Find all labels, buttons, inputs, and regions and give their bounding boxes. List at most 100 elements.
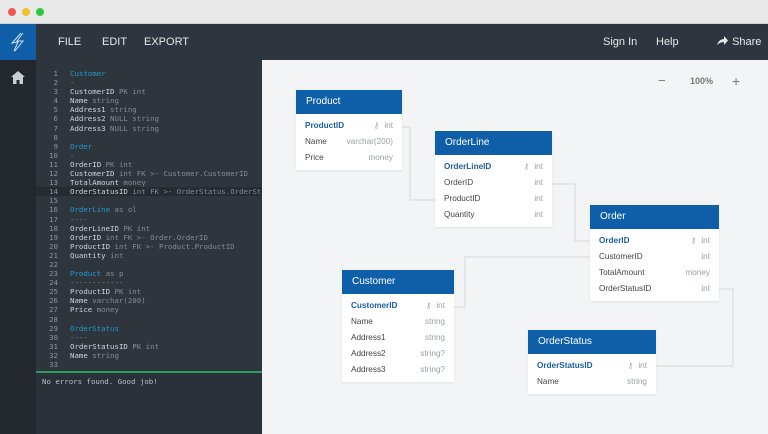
code-line[interactable]: 10- xyxy=(36,151,262,160)
table-header[interactable]: OrderStatus xyxy=(528,330,656,354)
top-nav: FILE EDIT EXPORT Sign In Help Share xyxy=(0,24,768,60)
help-link[interactable]: Help xyxy=(656,36,679,48)
code-token: - xyxy=(70,150,75,160)
table-column[interactable]: OrderID⚷int xyxy=(590,233,719,249)
code-token: int FK >- Product.ProductID xyxy=(110,241,235,251)
table-column[interactable]: OrderStatusID⚷int xyxy=(528,358,656,374)
code-line[interactable]: 22 xyxy=(36,260,262,269)
key-icon: ⚷ xyxy=(690,236,697,245)
menu-export[interactable]: EXPORT xyxy=(144,36,190,48)
column-name: ProductID xyxy=(444,194,481,203)
lightning-icon[interactable] xyxy=(0,24,36,60)
minimize-window-button[interactable] xyxy=(22,8,30,16)
line-number: 3 xyxy=(53,87,58,97)
code-token: int FK >- Order.OrderID xyxy=(101,232,208,242)
column-name: Price xyxy=(305,153,324,162)
table-header[interactable]: Customer xyxy=(342,270,454,294)
menu-file[interactable]: FILE xyxy=(58,36,82,48)
share-button[interactable]: Share xyxy=(716,24,761,60)
column-name: Name xyxy=(305,137,327,146)
key-icon: ⚷ xyxy=(425,301,432,310)
code-line[interactable]: 30---- xyxy=(36,333,262,342)
code-line[interactable]: 2- xyxy=(36,78,262,87)
zoom-out-button[interactable]: − xyxy=(658,73,666,88)
table-column[interactable]: OrderLineID⚷int xyxy=(435,159,552,175)
table-header[interactable]: Product xyxy=(296,90,402,114)
code-token: CustomerID xyxy=(70,87,115,97)
key-icon: ⚷ xyxy=(627,361,634,370)
code-line[interactable]: 33 xyxy=(36,360,262,369)
table-header[interactable]: Order xyxy=(590,205,719,229)
home-icon[interactable] xyxy=(11,71,25,84)
table-column[interactable]: CustomerID⚷int xyxy=(342,298,454,314)
code-line[interactable]: 24------------ xyxy=(36,278,262,287)
code-token: OrderLine xyxy=(70,205,111,215)
key-icon: ⚷ xyxy=(373,121,380,130)
code-line[interactable]: 8 xyxy=(36,133,262,142)
code-token: OrderLineID xyxy=(70,223,119,233)
code-token: Order xyxy=(70,141,93,151)
maximize-window-button[interactable] xyxy=(36,8,44,16)
line-number: 20 xyxy=(49,241,58,251)
table-column[interactable]: ProductID⚷int xyxy=(296,118,402,134)
line-number: 7 xyxy=(53,123,58,133)
zoom-in-button[interactable]: + xyxy=(732,73,741,89)
code-token: NULL string xyxy=(105,123,160,133)
code-line[interactable]: 28 xyxy=(36,315,262,324)
code-token: - xyxy=(70,78,75,88)
code-token: string xyxy=(105,105,137,115)
column-name: OrderStatusID xyxy=(537,361,593,370)
column-type: string? xyxy=(420,365,445,374)
sign-in-link[interactable]: Sign In xyxy=(603,36,638,48)
code-line[interactable]: 15 xyxy=(36,196,262,205)
table-header[interactable]: OrderLine xyxy=(435,131,552,155)
menu-edit[interactable]: EDIT xyxy=(102,36,128,48)
code-line[interactable]: 17---- xyxy=(36,215,262,224)
close-window-button[interactable] xyxy=(8,8,16,16)
